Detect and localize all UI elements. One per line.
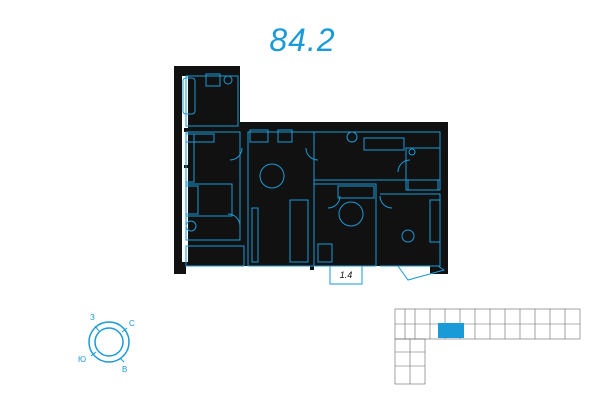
interior-lines — [182, 73, 446, 285]
room-area-living-kitchen: 20.5 — [265, 225, 285, 235]
compass-west: З — [90, 313, 95, 322]
room-area-bedroom-3: 11.6 — [397, 208, 414, 218]
apartment-highlight — [438, 323, 464, 338]
total-area: 84.2 — [269, 22, 336, 58]
room-area-hallway: 11.2 — [206, 144, 223, 154]
room-area-bathroom-1: 4.9 — [209, 96, 222, 106]
compass-south: Ю — [78, 355, 86, 364]
building-key-plan — [394, 308, 581, 385]
compass-north: С — [129, 319, 135, 328]
room-area-bathroom-2: 4.0 — [412, 164, 425, 174]
room-area-loggia: 1.4 — [340, 270, 353, 280]
compass-icon: З С Ю В — [78, 313, 135, 374]
room-area-corridor: 9.8 — [339, 162, 352, 172]
compass-east: В — [122, 365, 127, 374]
room-area-bedroom-2: 11.0 — [338, 235, 355, 245]
room-area-balcony: 3.8 — [205, 247, 218, 257]
